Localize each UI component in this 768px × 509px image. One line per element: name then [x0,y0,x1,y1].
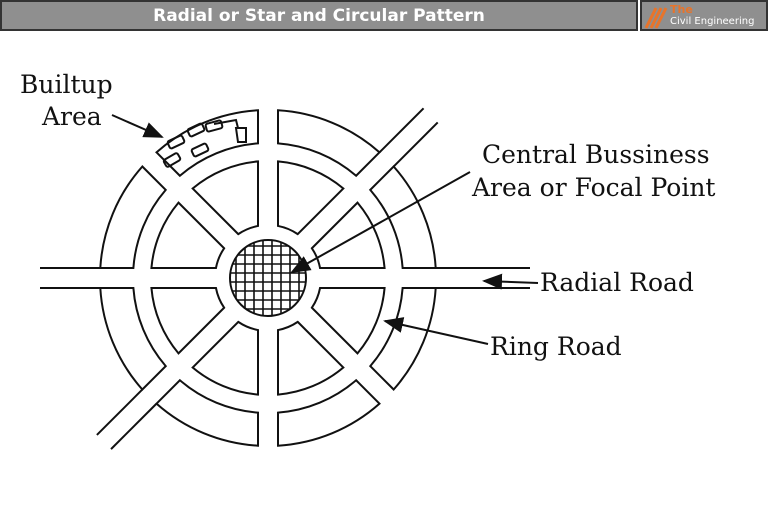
building [166,134,186,150]
building [213,118,247,143]
label-ring-road: Ring Road [490,332,622,361]
radial-road-edge [393,121,439,167]
logo: The Civil Engineering [640,0,768,31]
outer-block [368,165,437,269]
radial-road-edge [96,389,143,436]
cbd-arrow [290,171,471,273]
ring-road-arrow [383,317,489,345]
building [190,142,210,158]
label-cbd-line1: Central Bussiness [482,140,710,169]
label-area: Area [42,102,102,131]
outer-block [277,109,381,178]
logo-stripes-icon [644,7,668,29]
outer-block [277,378,381,447]
inner-block [310,201,386,269]
inner-block [277,320,345,396]
outer-block [155,378,259,447]
central-business-area [229,239,307,317]
logo-name: Civil Engineering [670,16,755,27]
label-cbd-line2: Area or Focal Point [472,173,716,202]
radial-road-edge [110,403,157,450]
logo-the: The [670,3,693,16]
building [162,152,182,168]
inner-block [191,160,259,236]
radial-road-arrow [482,273,539,290]
inner-block [277,160,345,236]
building [186,122,206,138]
outer-block [368,287,437,391]
inner-block [310,287,386,355]
label-radial-road: Radial Road [540,268,694,297]
radial-road-edge [379,107,425,153]
label-builtup: Builtup [20,70,113,99]
inner-block [191,320,259,396]
builtup-arrow [111,114,164,138]
building [204,119,224,133]
outer-block [99,287,168,391]
header-title: Radial or Star and Circular Pattern [0,0,638,31]
inner-block [150,201,226,269]
inner-block [150,287,226,355]
outer-block [99,165,168,269]
